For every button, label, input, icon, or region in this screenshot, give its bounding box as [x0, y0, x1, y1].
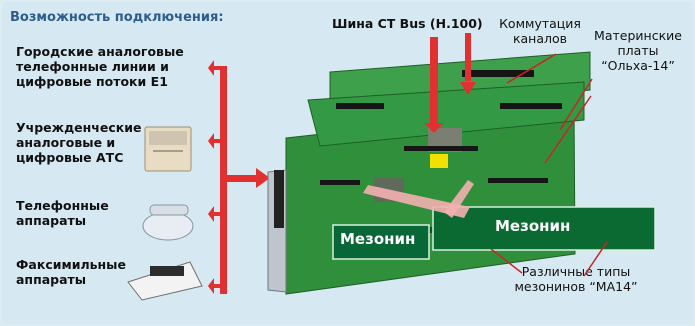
board-connector — [274, 170, 284, 228]
switching-line-1: Коммутация — [499, 16, 581, 31]
board-back-2 — [307, 81, 585, 147]
phones-line-1: Телефонные — [16, 198, 109, 213]
memory-strip-3 — [404, 146, 478, 151]
phones-line-2: аппараты — [16, 213, 87, 228]
mezzanines — [332, 206, 656, 260]
arrow-to-city-lines-head — [208, 60, 214, 76]
leader-boards-2 — [559, 78, 593, 131]
diagram-title: Возможность подключения: — [10, 10, 224, 25]
chip-strip-1 — [336, 103, 384, 109]
mother-boards-line-1: Материнские — [594, 28, 682, 43]
mother-boards-line-2: платы — [617, 43, 659, 58]
switching-line-2: каналов — [512, 31, 568, 46]
memory-strip-1 — [320, 180, 360, 185]
leader-lines — [490, 53, 608, 277]
telephone-icon — [142, 204, 194, 241]
mezzanine-2 — [432, 206, 656, 251]
arrow-to-phones-stem — [214, 212, 227, 216]
arrow-to-pbx-stem — [214, 139, 227, 143]
mezzanine-types-line-2: мезонинов “MA14” — [514, 279, 638, 294]
mezzanine-types-label: Различные типы мезонинов “MA14” — [496, 264, 656, 294]
mezzanine-1 — [332, 224, 430, 260]
memory-strip-2 — [488, 178, 548, 183]
arrow-to-city-lines-stem — [214, 66, 227, 70]
pbx-line-1: Учрежденческие — [16, 120, 142, 135]
chip-strip-2 — [500, 103, 562, 109]
arrow-spine — [220, 68, 227, 294]
pbx-line-2: аналоговые и — [16, 135, 116, 150]
arrow-to-fax-stem — [214, 284, 227, 288]
pbx-line-3: цифровые АТС — [16, 150, 124, 165]
arrow-to-phones-head — [208, 206, 214, 222]
connection-item-phones: Телефонные аппараты — [16, 198, 109, 228]
fax-line-2: аппараты — [16, 272, 87, 287]
mezzanine-callout-arrow-2 — [444, 180, 474, 218]
bus-arrow-stem — [430, 37, 438, 125]
mezzanine-types-line-1: Различные типы — [521, 264, 631, 279]
arrow-to-board-head — [256, 168, 270, 188]
switching-label: Коммутация каналов — [494, 16, 586, 46]
mother-boards-label: Материнские платы “Ольха-14” — [592, 28, 684, 73]
connection-arrows — [208, 60, 270, 294]
status-chip — [430, 154, 448, 168]
arrow-to-fax-head — [208, 278, 214, 294]
city-lines-line-2: телефонные линии и — [16, 59, 169, 74]
bus-arrows — [424, 33, 476, 133]
bus-arrow-head — [424, 123, 444, 133]
mezzanine-callout-arrow — [363, 185, 470, 218]
connection-item-city-lines: Городские аналоговые телефонные линии и … — [16, 44, 184, 89]
pbx-icon — [144, 126, 192, 172]
bus-connector-top — [462, 70, 534, 77]
arrow-to-board-stem — [227, 175, 257, 182]
bus-label: Шина CT Bus (H.100) — [332, 16, 483, 31]
mezzanine-1-label: Мезонин — [340, 230, 416, 248]
mezzanine-2-label: Мезонин — [495, 217, 571, 235]
fax-icon — [127, 261, 203, 301]
connection-item-fax: Факсимильные аппараты — [16, 257, 126, 287]
arrow-to-pbx-head — [208, 133, 214, 149]
fax-line-1: Факсимильные — [16, 257, 126, 272]
switching-arrow-head — [460, 82, 476, 95]
leader-mezzanine-type-1 — [583, 241, 608, 277]
city-lines-line-1: Городские аналоговые — [16, 44, 184, 59]
leader-boards-3 — [544, 95, 592, 164]
mother-boards-line-3: “Ольха-14” — [601, 58, 675, 73]
city-lines-line-3: цифровые потоки Е1 — [16, 74, 168, 89]
connection-item-pbx: Учрежденческие аналоговые и цифровые АТС — [16, 120, 141, 165]
leader-mezzanine-type-2 — [490, 248, 523, 274]
leader-boards-1 — [506, 53, 557, 84]
